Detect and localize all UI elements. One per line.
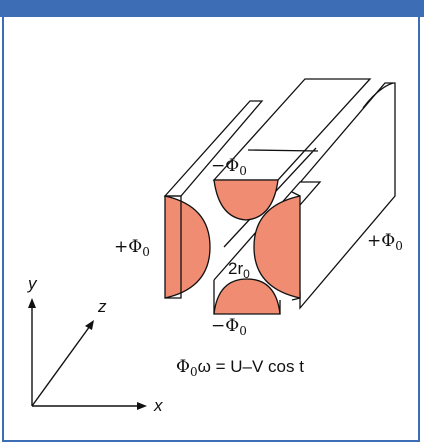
axis-label-x: x xyxy=(153,396,163,415)
label-top-electrode: −Φ0 xyxy=(211,156,247,178)
rod-right-outline xyxy=(291,191,301,301)
header-bar xyxy=(0,0,424,17)
axis-label-z: z xyxy=(97,297,107,316)
electrode-top xyxy=(213,179,279,221)
label-bottom-electrode: −Φ0 xyxy=(211,316,247,338)
label-left-electrode: +Φ0 xyxy=(114,237,150,259)
equation: Φ0ω = U–V cos t xyxy=(176,357,304,379)
rod-bottom-outline xyxy=(213,280,281,314)
axes xyxy=(28,298,147,410)
label-right-electrode: +Φ0 xyxy=(367,231,403,253)
rod-left-outline xyxy=(165,195,182,299)
electrode-bottom xyxy=(213,278,281,315)
electrode-right xyxy=(253,195,301,299)
axis-label-y: y xyxy=(27,274,38,293)
label-radius: 2r0 xyxy=(228,259,250,281)
rod-right-end-curve xyxy=(362,82,394,109)
electrode-left xyxy=(164,195,211,299)
